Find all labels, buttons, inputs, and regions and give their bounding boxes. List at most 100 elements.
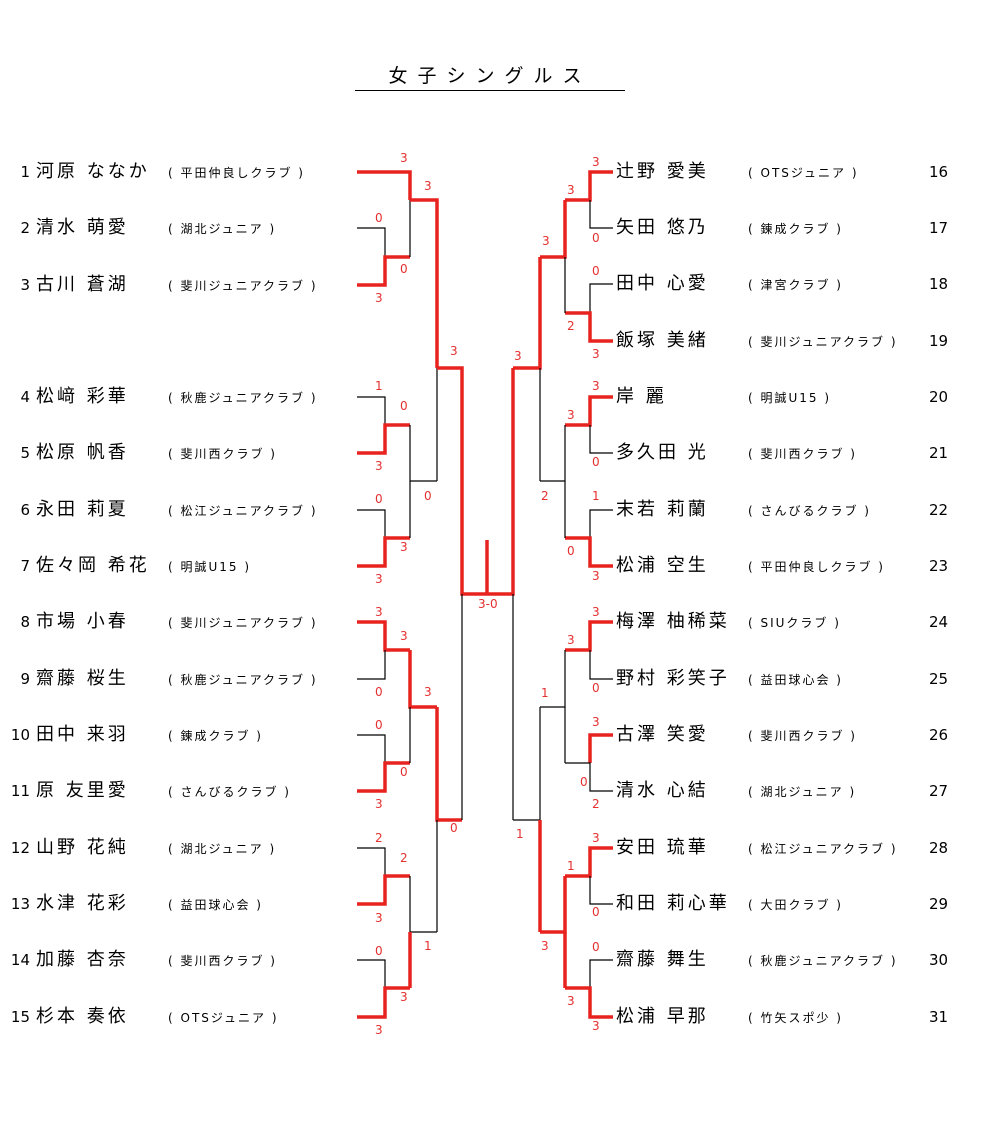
match-score: 3 <box>567 633 575 647</box>
winner-line <box>540 200 567 259</box>
player-seed: 8 <box>20 613 30 631</box>
player-name: 山野 花純 <box>36 837 129 858</box>
winner-line <box>487 368 515 596</box>
match-score: 3 <box>592 347 600 361</box>
player-club: ( 松江ジュニアクラブ ) <box>168 504 318 518</box>
player-name: 古澤 笑愛 <box>616 724 709 745</box>
match-score: 3 <box>592 605 600 619</box>
match-score: 0 <box>375 718 383 732</box>
match-score: 3 <box>375 797 383 811</box>
bracket-line <box>589 283 613 313</box>
bracket-line <box>357 396 386 425</box>
player-club: ( 秋鹿ジュニアクラブ ) <box>748 954 898 968</box>
bracket-line <box>357 959 386 988</box>
match-score: 3 <box>375 459 383 473</box>
bracket-line <box>589 876 613 905</box>
winner-line <box>357 986 410 1019</box>
player-seed: 13 <box>10 895 30 913</box>
match-score: 3 <box>514 349 522 363</box>
player-seed: 27 <box>929 782 949 800</box>
bracket-line <box>513 707 541 821</box>
player-name: 松浦 空生 <box>616 555 709 576</box>
player-row: 15 杉本 奏依 ( OTSジュニア ) <box>0 1005 338 1029</box>
bracket-line <box>357 509 386 538</box>
player-seed: 9 <box>20 670 30 688</box>
player-name: 齋藤 舞生 <box>616 949 709 970</box>
player-name: 多久田 光 <box>616 442 709 463</box>
player-row: 安田 琉華( 松江ジュニアクラブ )28 <box>612 836 959 860</box>
winner-line <box>437 366 487 596</box>
player-row: 多久田 光( 斐川西クラブ )21 <box>612 441 959 465</box>
match-score: 3 <box>567 408 575 422</box>
match-score: 2 <box>541 489 549 503</box>
match-score: 0 <box>400 262 408 276</box>
player-name: 松﨑 彩華 <box>36 386 129 407</box>
match-score: 3 <box>592 715 600 729</box>
player-row: 6 永田 莉夏 ( 松江ジュニアクラブ ) <box>0 498 338 522</box>
player-club: ( SIUクラブ ) <box>748 616 841 630</box>
match-score: 0 <box>424 489 432 503</box>
player-club: ( 津宮クラブ ) <box>748 278 843 292</box>
player-club: ( 湖北ジュニア ) <box>168 222 277 236</box>
player-seed: 16 <box>929 163 949 181</box>
player-seed: 23 <box>929 557 949 575</box>
winner-line <box>565 620 613 652</box>
match-score: 0 <box>450 821 458 835</box>
bracket-line <box>589 200 613 229</box>
bracket-line <box>409 425 437 482</box>
winner-line <box>357 255 410 287</box>
final-score: 3-0 <box>478 597 498 611</box>
bracket-line <box>357 227 386 257</box>
player-club: ( さんびるクラブ ) <box>168 785 291 799</box>
winner-line <box>357 423 410 455</box>
player-row: 末若 莉蘭 ( さんびるクラブ ) 22 <box>612 498 959 522</box>
player-seed: 19 <box>929 332 949 350</box>
player-club: ( 平田仲良しクラブ ) <box>168 166 305 180</box>
player-seed: 12 <box>10 839 30 857</box>
player-name: 加藤 杏奈 <box>36 949 129 970</box>
match-score: 2 <box>592 797 600 811</box>
player-name: 松浦 早那 <box>616 1006 709 1027</box>
player-name: 矢田 悠乃 <box>616 217 709 238</box>
bracket-line <box>589 509 613 538</box>
player-club: ( 錬成クラブ ) <box>748 222 843 236</box>
player-seed: 6 <box>20 501 30 519</box>
player-club: ( 斐川ジュニアクラブ ) <box>168 279 318 293</box>
winner-line <box>357 536 410 568</box>
player-name: 永田 莉夏 <box>36 499 129 520</box>
player-club: ( 斐川西クラブ ) <box>168 954 277 968</box>
player-club: ( 湖北ジュニア ) <box>748 785 857 799</box>
player-seed: 15 <box>10 1008 30 1026</box>
player-club: ( 斐川西クラブ ) <box>748 729 857 743</box>
match-score: 3 <box>567 994 575 1008</box>
player-name: 末若 莉蘭 <box>616 499 709 520</box>
player-club: ( さんびるクラブ ) <box>748 504 871 518</box>
player-seed: 22 <box>929 501 949 519</box>
player-name: 清水 心結 <box>616 780 709 801</box>
match-score: 3 <box>400 540 408 554</box>
player-name: 佐々岡 希花 <box>36 555 150 576</box>
match-score: 0 <box>375 492 383 506</box>
match-score: 1 <box>541 686 549 700</box>
player-row: 和田 莉心華( 大田クラブ )29 <box>612 892 959 916</box>
player-name: 杉本 奏依 <box>36 1006 129 1027</box>
match-score: 0 <box>592 264 600 278</box>
match-score: 3 <box>592 831 600 845</box>
player-club: ( 斐川西クラブ ) <box>748 447 857 461</box>
player-seed: 20 <box>929 388 949 406</box>
player-club: ( OTSジュニア ) <box>168 1011 279 1025</box>
player-row: 岸 麗( 明誠U15 )20 <box>612 385 959 409</box>
match-score: 3 <box>592 569 600 583</box>
player-seed: 31 <box>929 1008 949 1026</box>
player-seed: 10 <box>10 726 30 744</box>
player-club: ( 益田球心会 ) <box>748 673 843 687</box>
match-score: 3 <box>375 605 383 619</box>
winner-line <box>565 170 613 202</box>
